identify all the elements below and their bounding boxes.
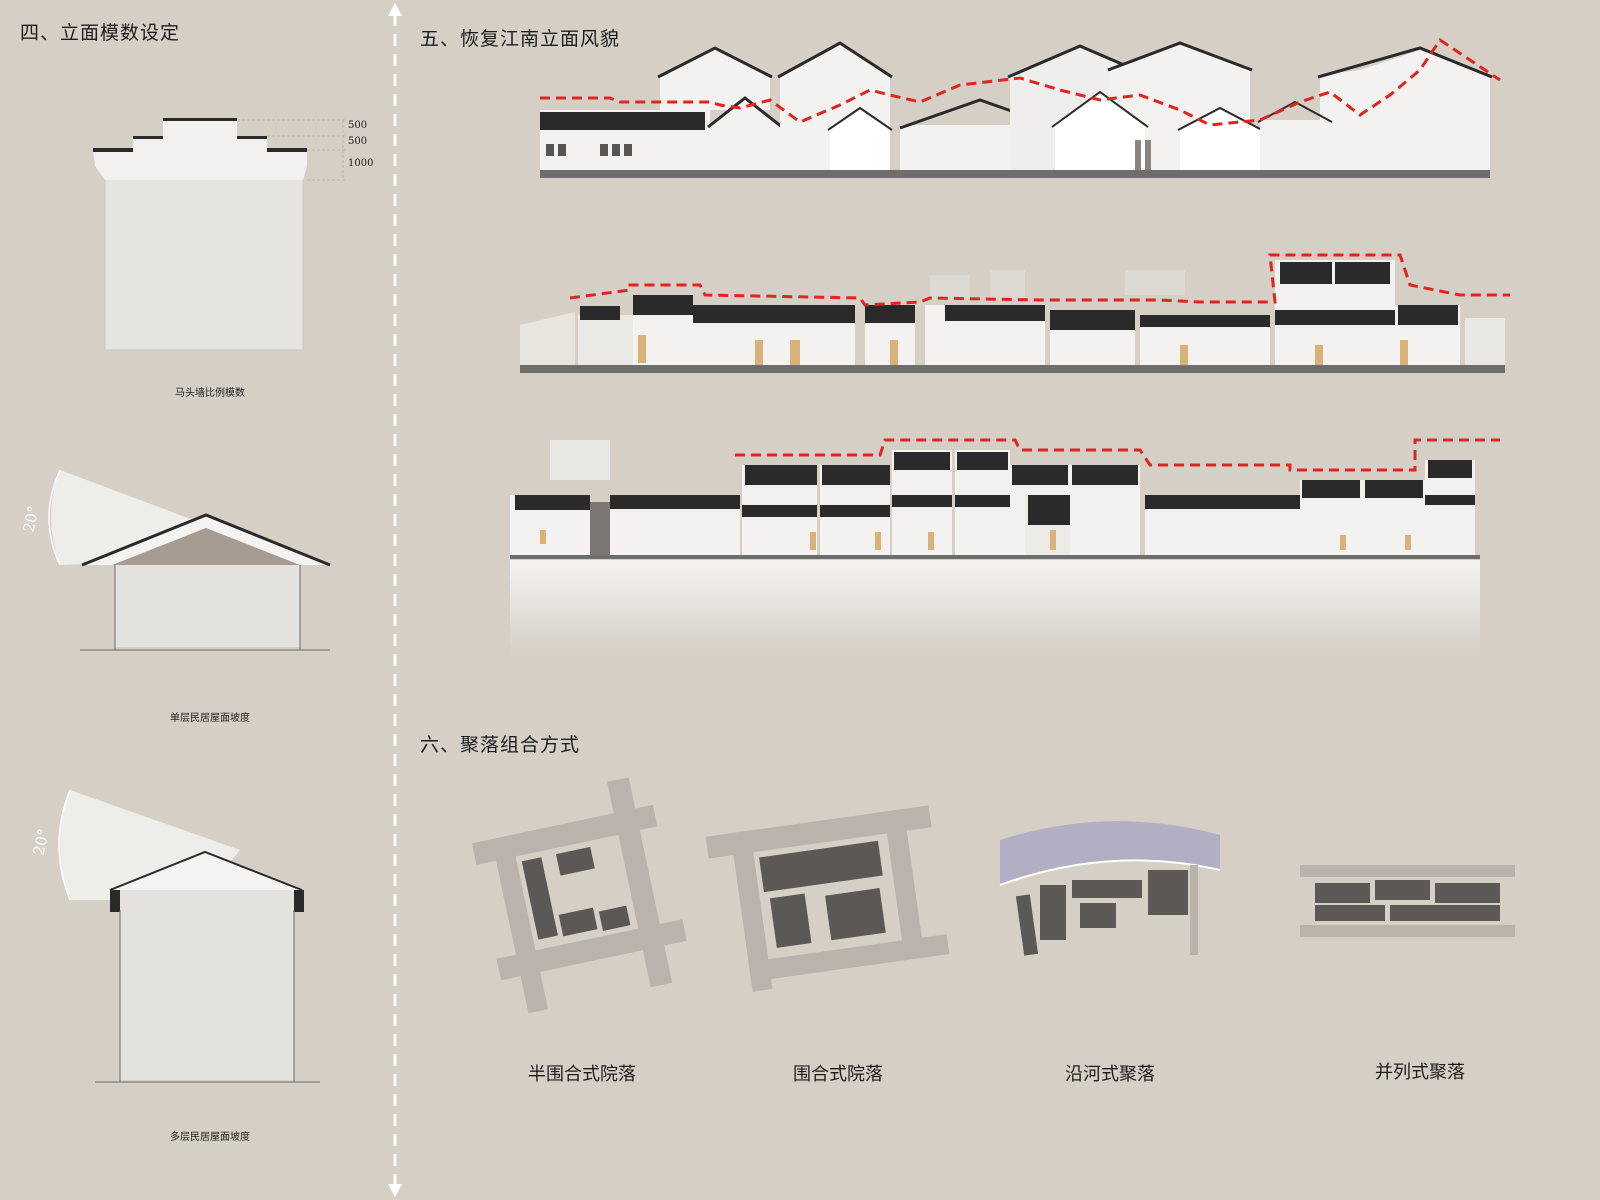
settlement-semi-enclosed (471, 777, 687, 1014)
label-enclosed: 围合式院落 (793, 1064, 883, 1085)
multi-storey-caption: 多层民居屋面坡度 (170, 1132, 250, 1143)
dim-label-500-top: 500 (348, 120, 368, 131)
section-title-settlement: 六、聚落组合方式 (420, 734, 581, 756)
section-title-facade: 五、恢复江南立面风貌 (420, 28, 621, 50)
dim-label-1000: 1000 (348, 158, 374, 169)
settlement-enclosed (705, 805, 950, 992)
single-storey-roof-diagram (48, 469, 331, 651)
horse-head-wall-diagram (93, 118, 347, 351)
modulus-caption: 马头墙比例模数 (175, 388, 245, 399)
settlement-parallel (1300, 865, 1515, 937)
facade-elevation-3 (510, 438, 1500, 655)
section-divider (388, 3, 402, 1197)
label-riverside: 沿河式聚落 (1065, 1064, 1155, 1085)
settlement-riverside (999, 821, 1221, 956)
dim-label-500-mid: 500 (348, 136, 368, 147)
section-title-modulus: 四、立面模数设定 (20, 22, 181, 44)
single-storey-caption: 单层民居屋面坡度 (170, 713, 250, 724)
multi-storey-roof-diagram (58, 789, 320, 1083)
label-semi-enclosed: 半围合式院落 (528, 1064, 636, 1085)
facade-elevation-1 (540, 37, 1501, 178)
label-parallel: 并列式聚落 (1375, 1062, 1465, 1083)
facade-elevation-2 (520, 253, 1510, 373)
